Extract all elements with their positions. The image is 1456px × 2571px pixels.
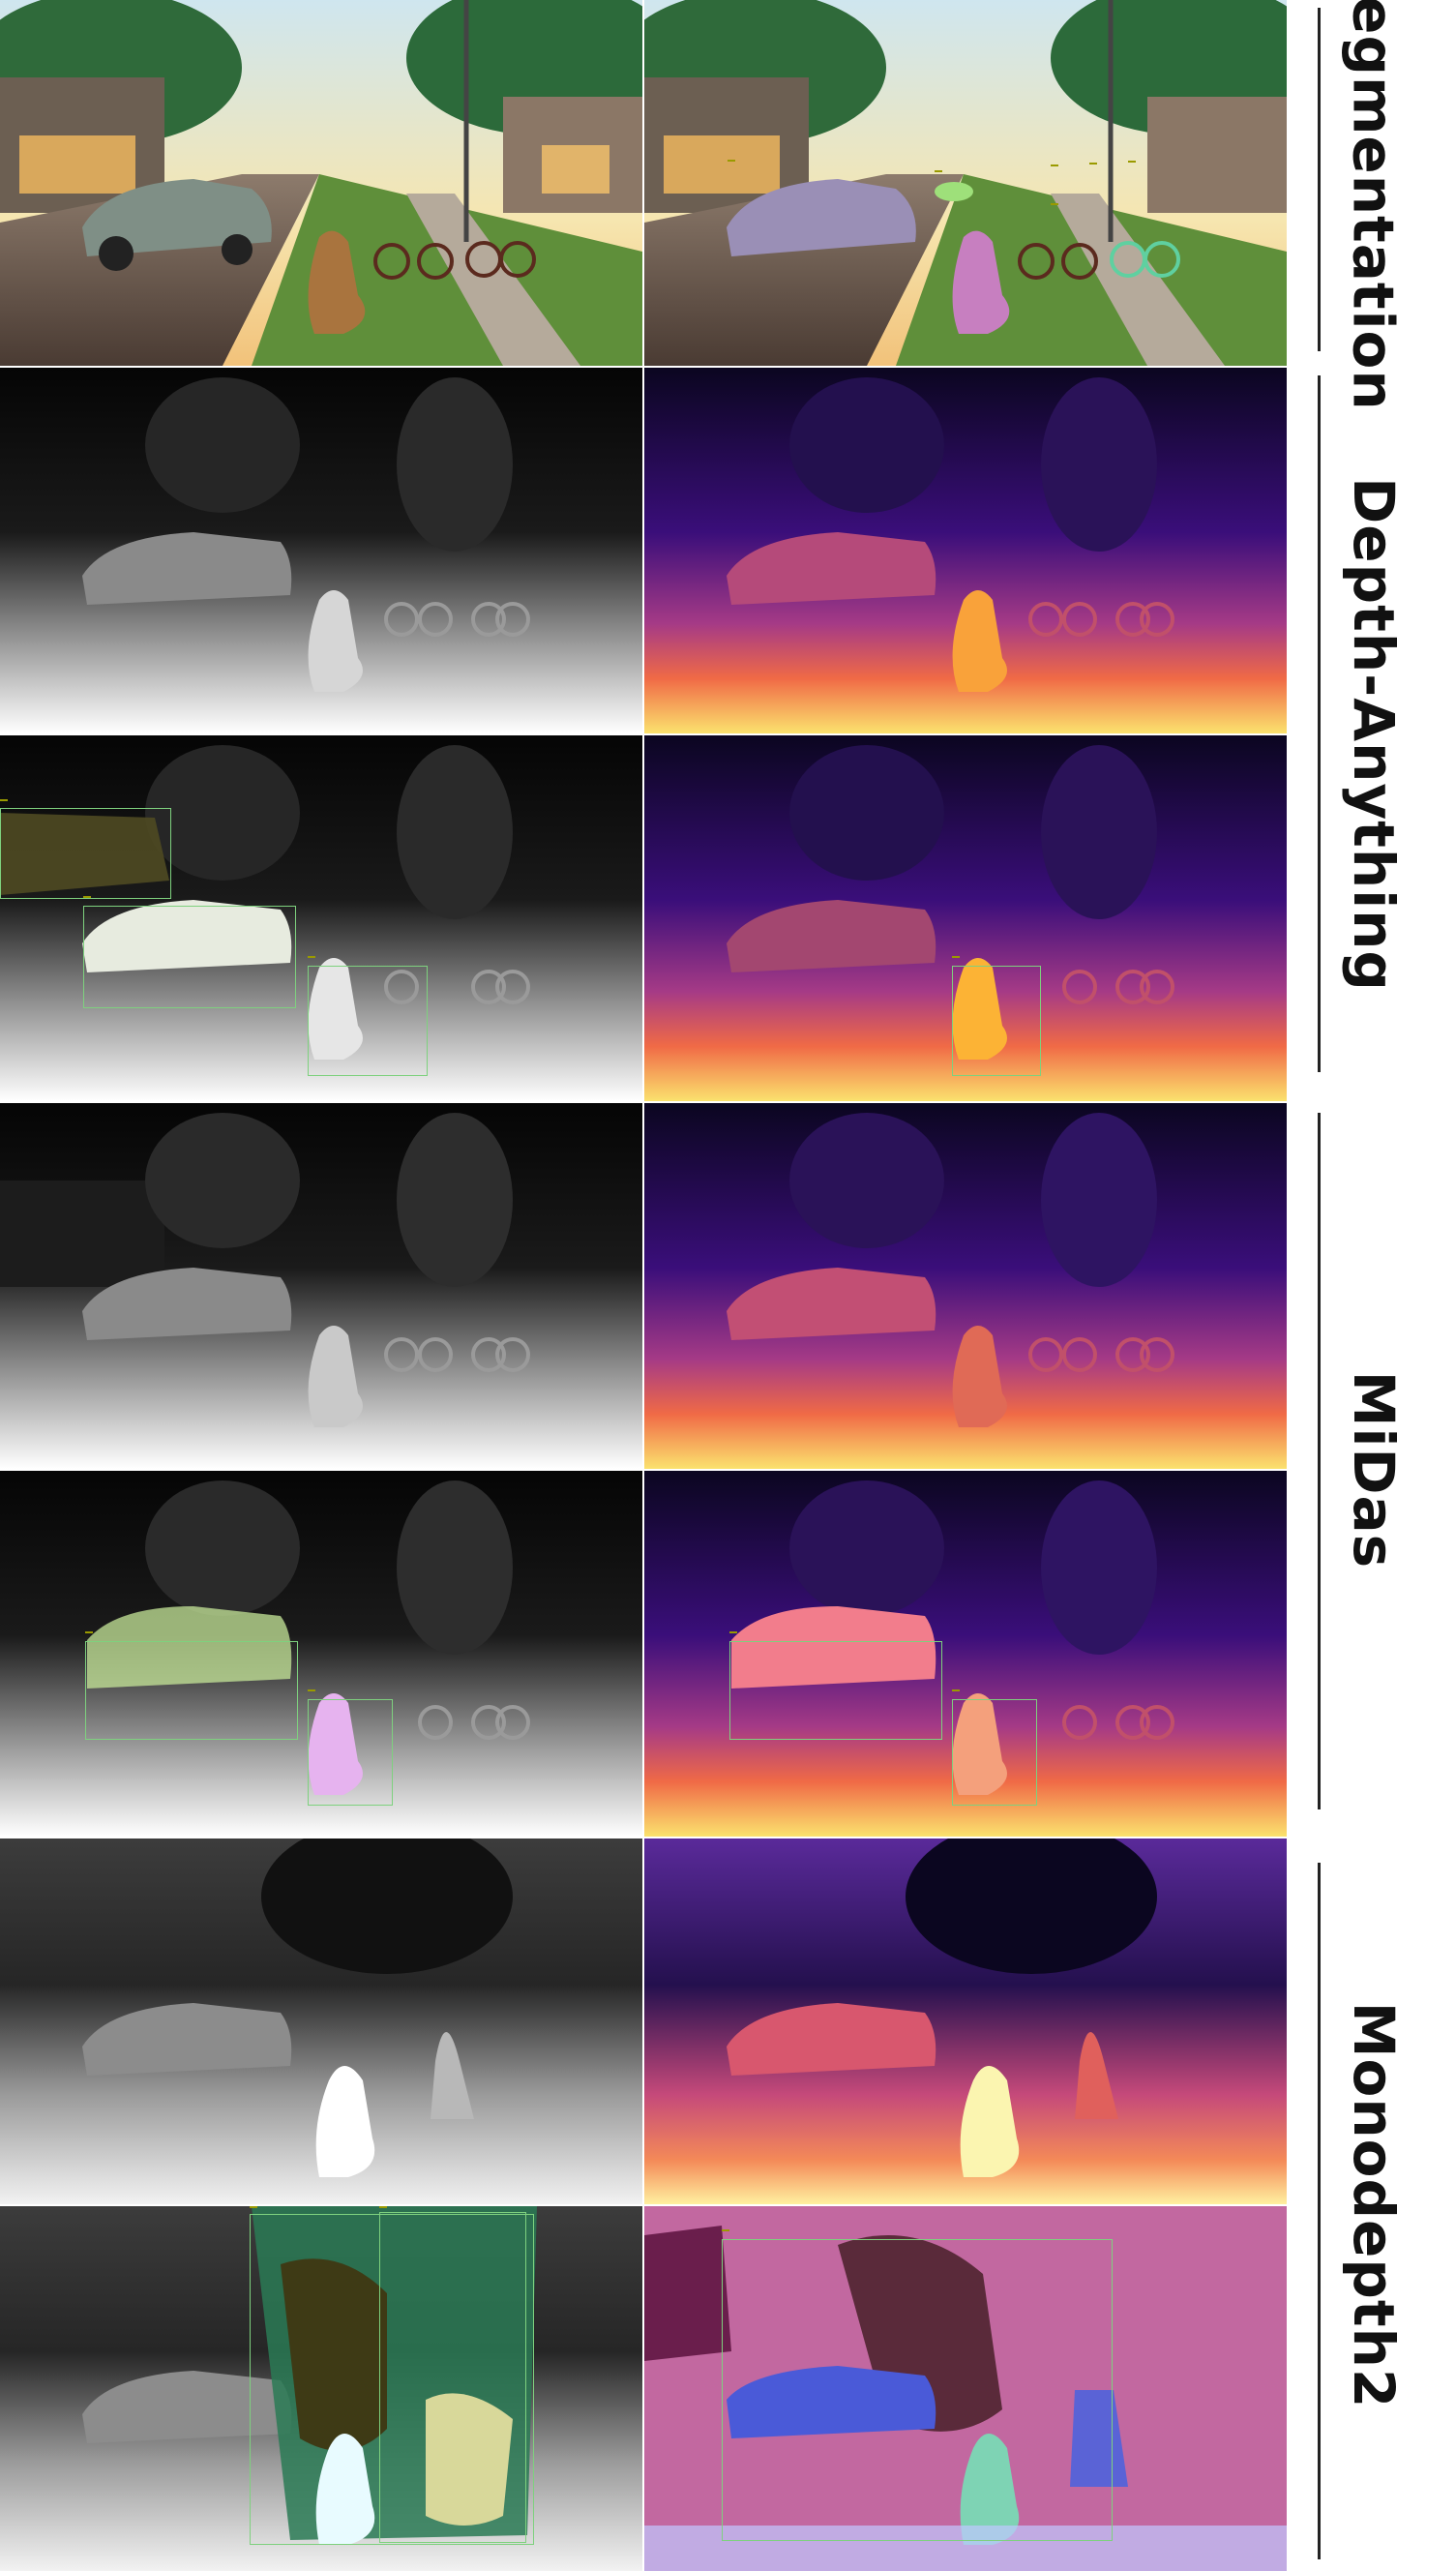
label-depth-anything-text: Depth-Anything	[1341, 477, 1407, 992]
detection-tag	[729, 1631, 737, 1633]
label-monodepth2: Monodepth2	[1301, 1839, 1446, 2571]
section-rule-segmentation	[1318, 8, 1321, 351]
section-rule-monodepth2	[1318, 1863, 1321, 2559]
label-midas-text: MiDas	[1341, 1370, 1407, 1570]
segmentation-original-photo	[0, 0, 642, 366]
midas-gray-segmented	[0, 1471, 642, 1837]
detection-tag	[722, 2229, 729, 2231]
label-segmentation-text: Segmentation	[1341, 0, 1407, 411]
bounding-box	[85, 1641, 298, 1740]
depth-anything-gray-segmented	[0, 735, 642, 1101]
bounding-box	[83, 906, 296, 1008]
monodepth2-magma-segmented	[644, 2206, 1287, 2571]
midas-magma-depth	[644, 1103, 1287, 1469]
segmentation-masked-photo	[644, 0, 1287, 366]
section-rule-midas	[1318, 1113, 1321, 1809]
depth-anything-gray-depth	[0, 368, 642, 733]
bounding-box	[722, 2239, 1113, 2541]
detection-tag	[83, 896, 91, 898]
monodepth2-gray-depth	[0, 1839, 642, 2204]
detection-tag	[308, 1689, 315, 1691]
label-monodepth2-text: Monodepth2	[1341, 2001, 1408, 2408]
detection-tag	[952, 956, 960, 958]
detection-tag	[952, 1689, 960, 1691]
bounding-box	[0, 808, 171, 899]
detection-tag	[308, 956, 315, 958]
detection-tag	[250, 2206, 257, 2208]
bounding-box	[308, 966, 428, 1076]
detection-tag	[0, 799, 8, 801]
midas-gray-depth	[0, 1103, 642, 1469]
detection-tag	[85, 1631, 93, 1633]
detection-tag	[1089, 163, 1097, 164]
detection-tag	[1051, 164, 1058, 166]
midas-magma-segmented	[644, 1471, 1287, 1837]
depth-anything-magma-depth	[644, 368, 1287, 733]
detection-tag	[1128, 161, 1136, 163]
label-depth-anything: Depth-Anything	[1301, 368, 1446, 1101]
bounding-box	[952, 966, 1041, 1076]
section-rule-depth-anything	[1318, 375, 1321, 1072]
detection-tag	[379, 2206, 387, 2208]
monodepth2-gray-segmented	[0, 2206, 642, 2571]
depth-anything-magma-segmented	[644, 735, 1287, 1101]
bounding-box	[952, 1699, 1037, 1806]
figure-grid	[0, 0, 1287, 2571]
monodepth2-magma-depth	[644, 1839, 1287, 2204]
detection-tag	[935, 170, 942, 172]
detection-tag	[728, 160, 735, 162]
bounding-box	[308, 1699, 393, 1806]
label-midas: MiDas	[1301, 1103, 1446, 1837]
detection-tag	[1051, 203, 1058, 205]
bounding-box	[250, 2214, 534, 2545]
bounding-box	[729, 1641, 942, 1740]
label-segmentation: Segmentation	[1301, 0, 1446, 411]
bounding-box	[379, 2212, 526, 2543]
